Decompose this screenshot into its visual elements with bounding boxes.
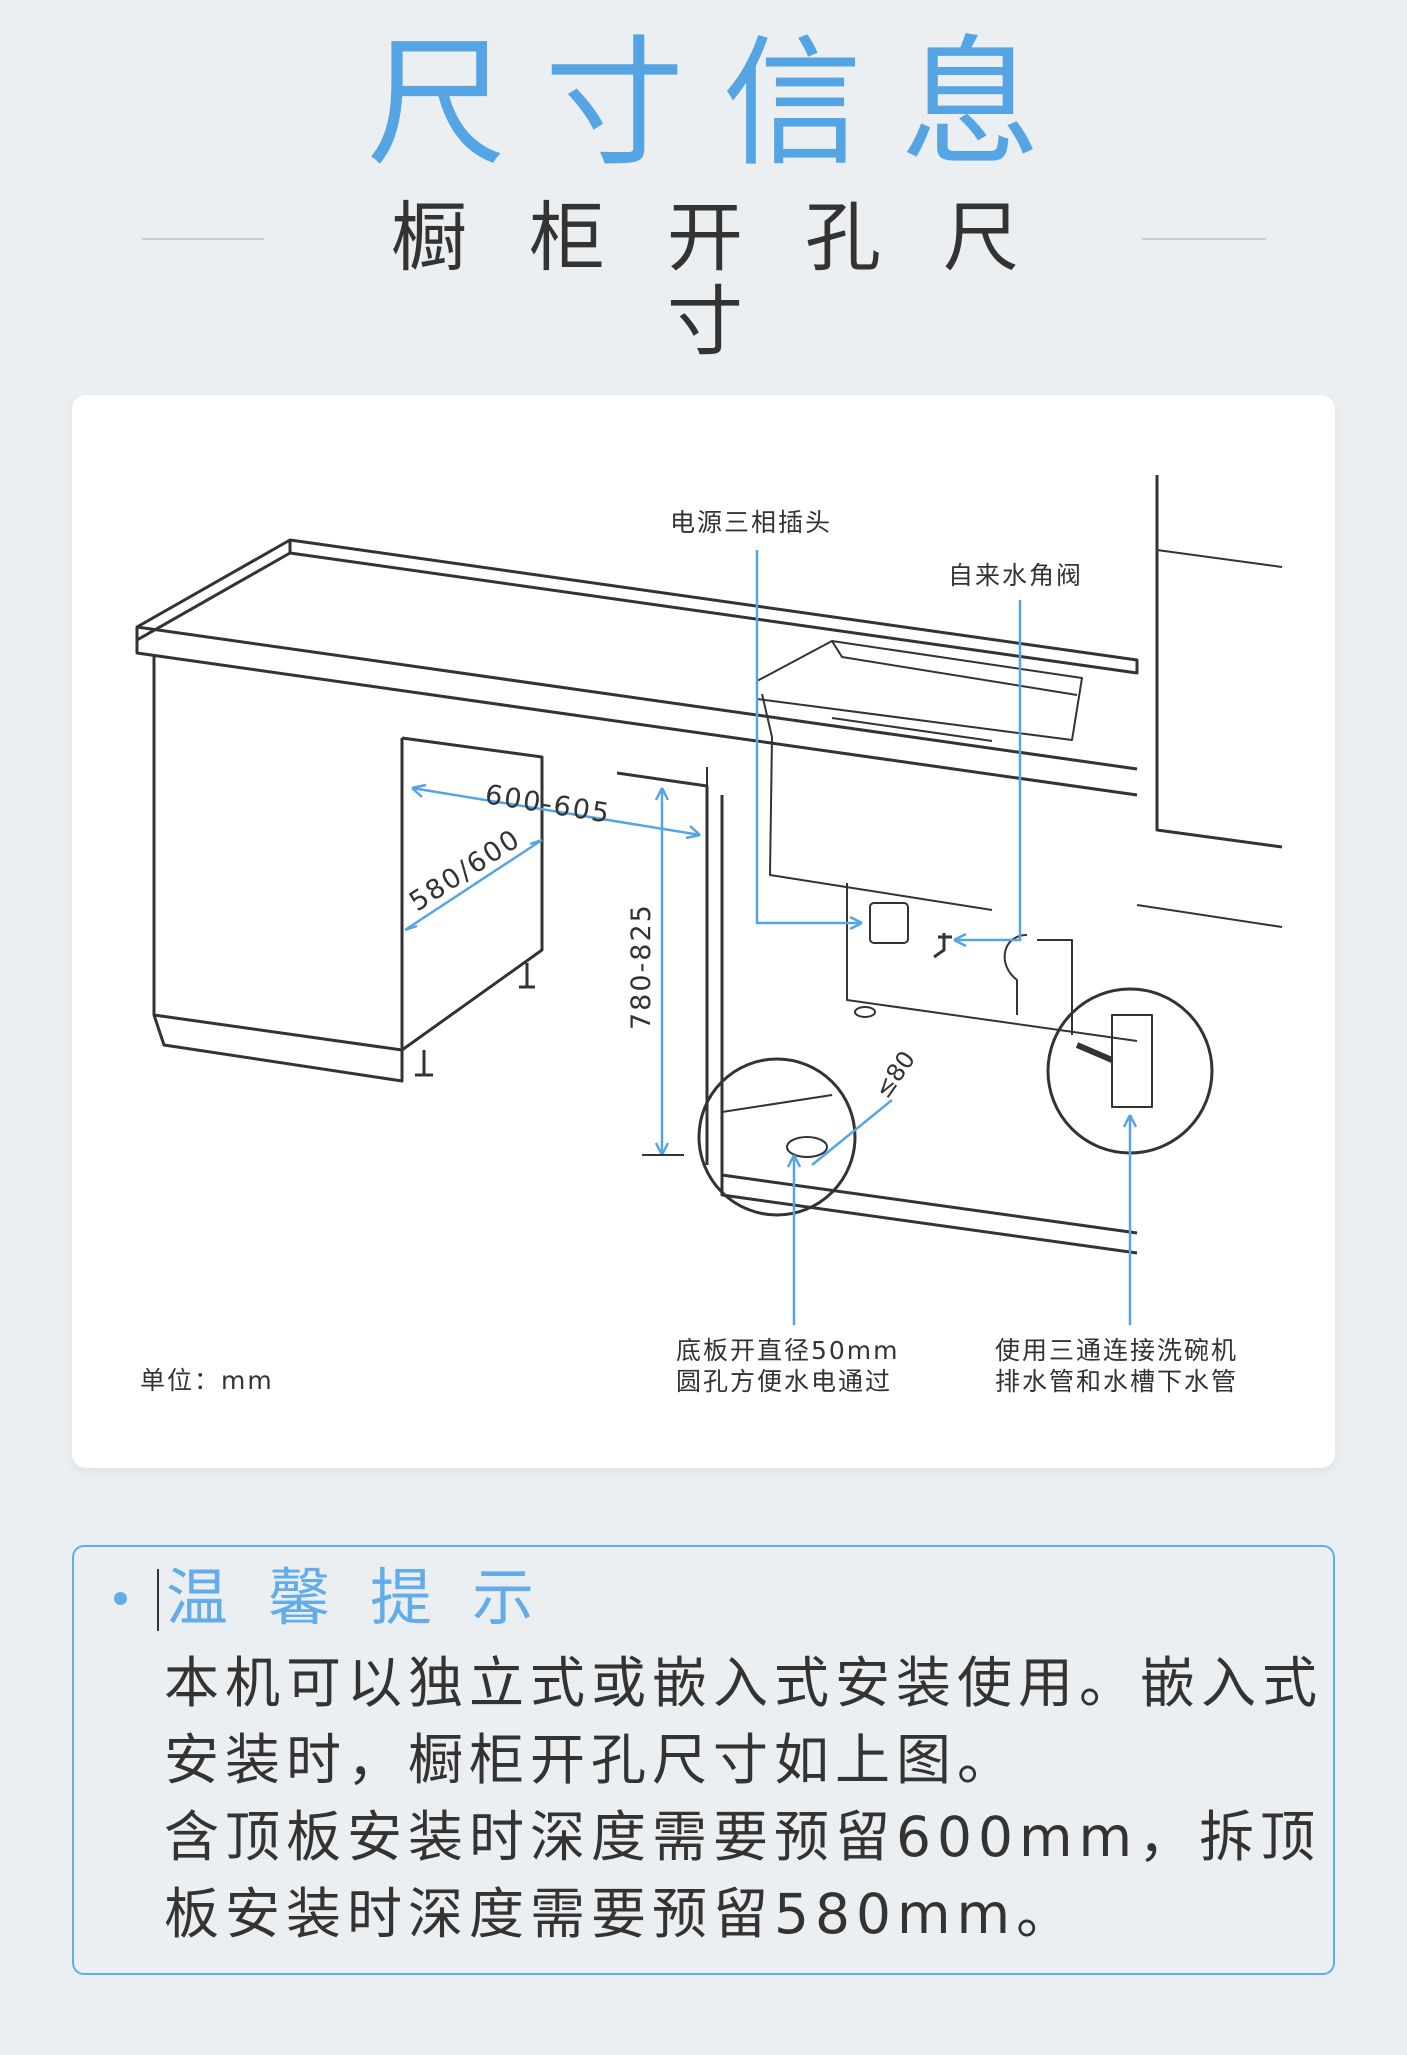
subtitle-row: 橱柜开孔尺寸 [0, 188, 1407, 364]
tips-line: 含顶板安装时深度需要预留600mm，拆顶 [164, 1805, 1322, 1869]
hole-magnifier [697, 1057, 857, 1217]
tee-label-2: 排水管和水槽下水管 [995, 1367, 1239, 1396]
sink [756, 640, 1083, 741]
hole-offset-label: ≤80 [869, 1046, 921, 1104]
diagram-card: 600-605 580/600 780-825 ≤80 电源三相插头 自来水角阀… [72, 395, 1335, 1468]
page-title: 尺寸信息 [366, 23, 1079, 186]
angle-valve-label: 自来水角阀 [948, 561, 1084, 590]
power-callout-line [755, 550, 862, 925]
drain-pipe [1003, 934, 1073, 1035]
tee-label-1: 使用三通连接洗碗机 [995, 1336, 1239, 1365]
width-dimension [411, 786, 701, 837]
height-label: 780-825 [626, 903, 657, 1030]
divider-right [1142, 238, 1266, 240]
title-bar-icon [157, 1569, 159, 1631]
bottom-hole-label-2: 圆孔方便水电通过 [676, 1367, 893, 1396]
power-plug-label: 电源三相插头 [670, 508, 833, 537]
unit-label: 单位：mm [140, 1366, 274, 1395]
depth-dimension [404, 838, 543, 932]
angle-valve [933, 933, 952, 959]
tips-line: 板安装时深度需要预留580mm。 [164, 1882, 1078, 1946]
bullet-dot-icon [114, 1592, 127, 1605]
tips-line: 安装时，橱柜开孔尺寸如上图。 [164, 1728, 1019, 1792]
socket [869, 902, 909, 944]
divider-left [142, 238, 264, 240]
bottom-hole-label-1: 底板开直径50mm [676, 1336, 900, 1365]
tips-title: 温馨提示 [166, 1561, 575, 1634]
countertop [288, 538, 1139, 675]
countertop-front [135, 551, 1138, 797]
valve-callout-line [954, 600, 1022, 942]
width-label: 600-605 [483, 779, 613, 829]
page-subtitle: 橱柜开孔尺寸 [391, 193, 1081, 366]
tips-line: 本机可以独立式或嵌入式安装使用。嵌入式 [164, 1651, 1324, 1715]
left-cabinet [152, 655, 404, 1052]
depth-label: 580/600 [404, 823, 527, 918]
tips-body: 本机可以独立式或嵌入式安装使用。嵌入式 安装时，橱柜开孔尺寸如上图。 含顶板安装… [164, 1645, 1324, 1953]
tips-box: 温馨提示 本机可以独立式或嵌入式安装使用。嵌入式 安装时，橱柜开孔尺寸如上图。 … [72, 1545, 1335, 1975]
tall-cabinet [1155, 475, 1283, 849]
cabinet-diagram: 600-605 580/600 780-825 ≤80 [135, 475, 1283, 1325]
